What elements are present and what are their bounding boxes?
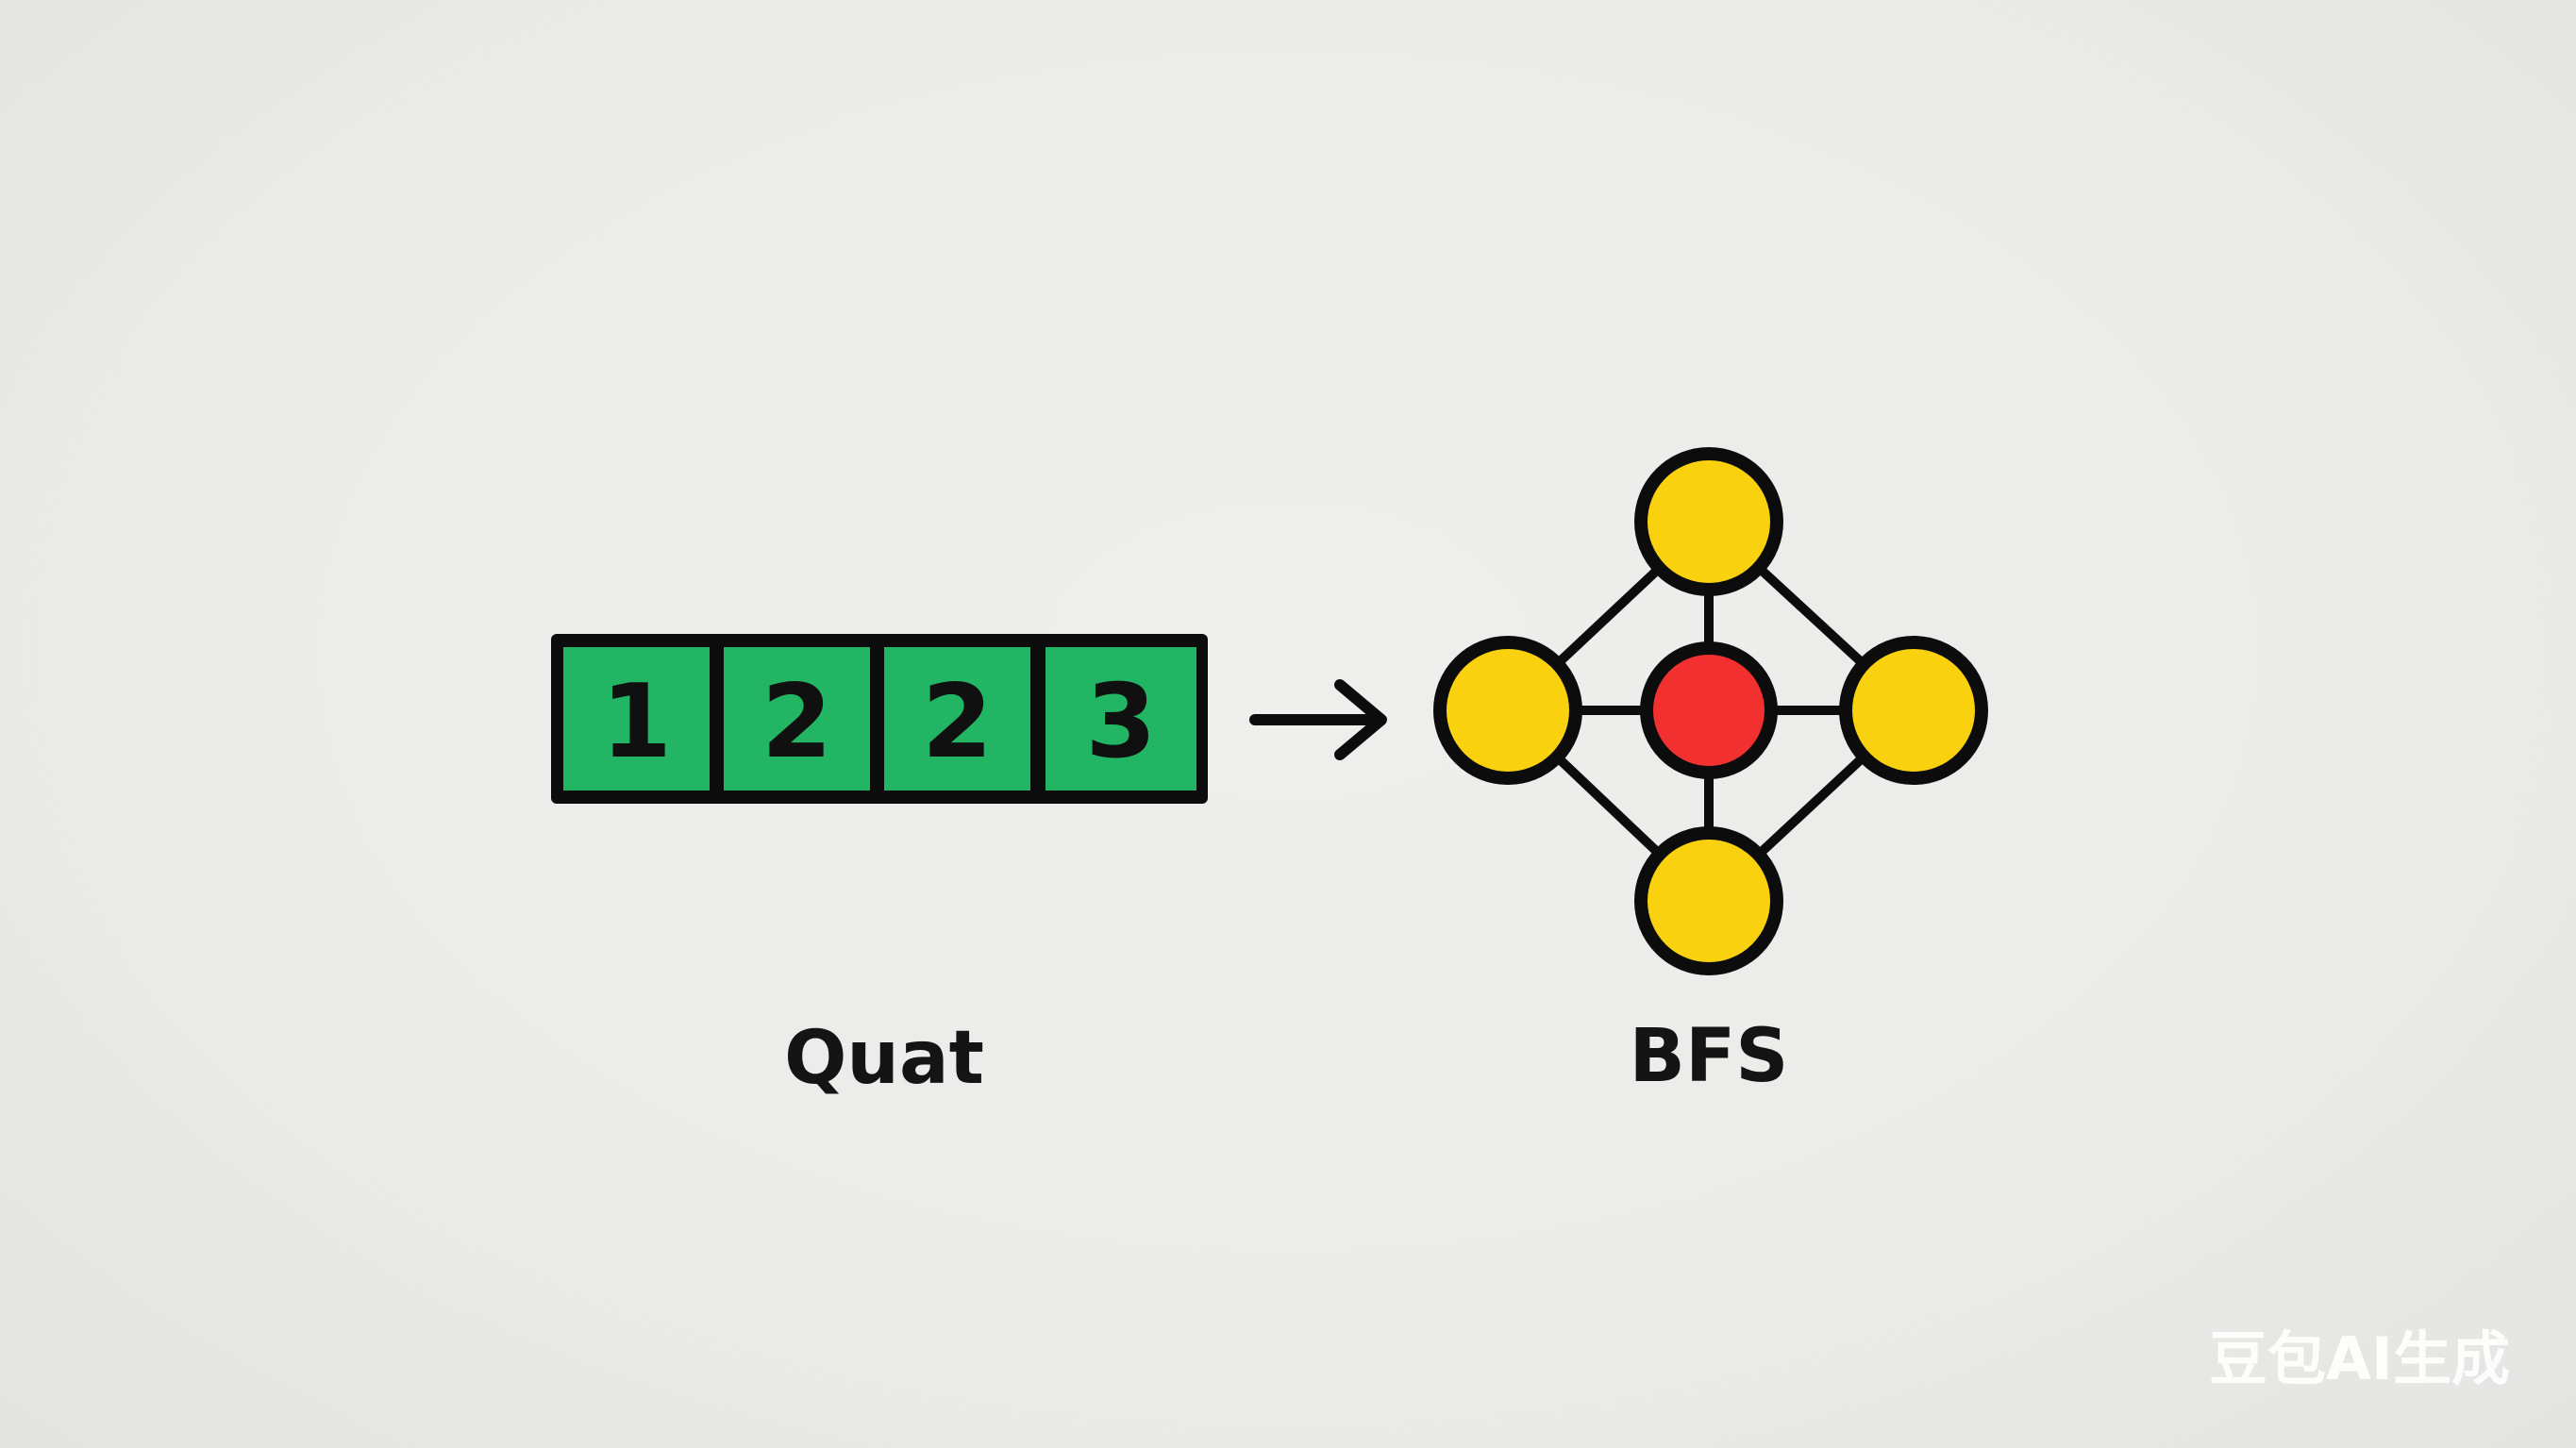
queue-caption: Quat xyxy=(784,1016,984,1101)
graph-node-left xyxy=(1433,636,1582,785)
queue-cell-box xyxy=(884,647,1030,791)
graph-node-bottom xyxy=(1634,826,1783,975)
arrow-head xyxy=(1334,679,1387,760)
graph-node-top xyxy=(1634,447,1783,596)
queue-cell: 2 xyxy=(724,647,870,791)
watermark: 豆包AI生成 xyxy=(2209,1324,2510,1393)
queue-cell: 1 xyxy=(563,647,710,791)
queue-cell: 3 xyxy=(1045,647,1196,791)
graph-node-center xyxy=(1640,641,1778,779)
queue-cell: 2 xyxy=(884,647,1030,791)
graph-nodes xyxy=(1433,447,1988,975)
queue-cell-value: 1 xyxy=(601,663,672,781)
queue-cell-box xyxy=(724,647,870,791)
right-arrow-icon xyxy=(1249,679,1387,760)
queue-cell-value: 2 xyxy=(761,663,832,781)
bfs-caption: BFS xyxy=(1630,1014,1789,1099)
queue-cell-box xyxy=(563,647,710,791)
queue-cell-value: 2 xyxy=(922,663,993,781)
queue-array: 1 2 2 3 xyxy=(551,634,1208,804)
graph-node-right xyxy=(1839,636,1988,785)
queue-cell-value: 3 xyxy=(1085,663,1156,781)
queue-cell-box xyxy=(1045,647,1196,791)
bfs-graph xyxy=(1433,447,1988,975)
queue-outer-border xyxy=(551,634,1208,804)
